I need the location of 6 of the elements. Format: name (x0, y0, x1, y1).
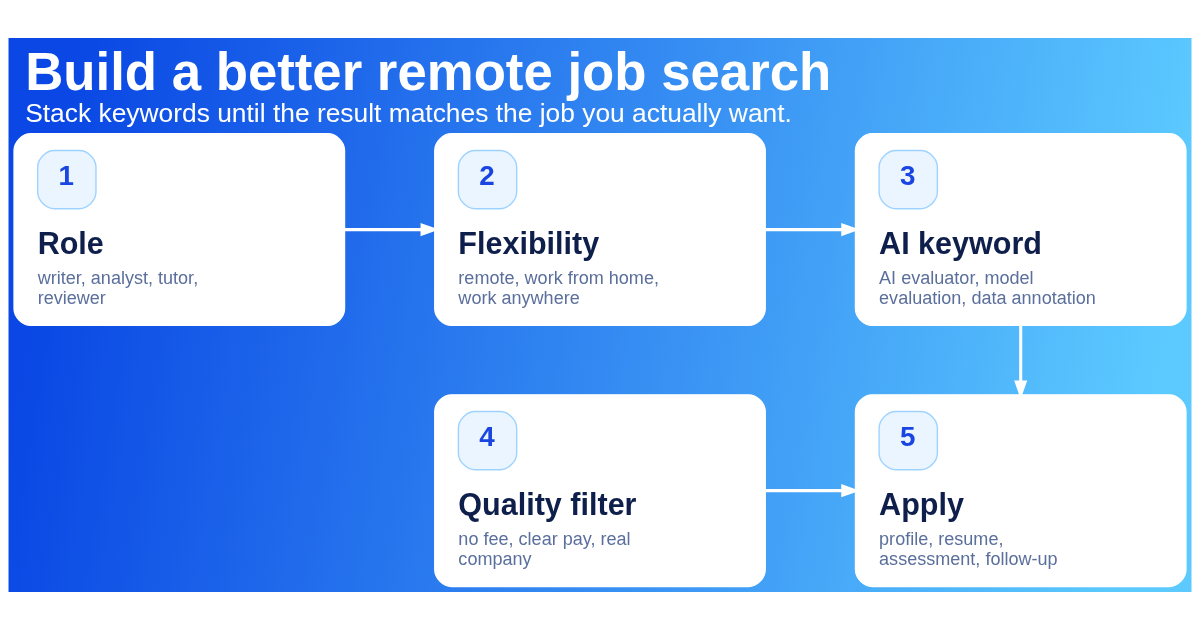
node-box: 5 Apply profile, resume, assessment, follow-up (854, 394, 1187, 588)
node-box: 4 Quality filter no fee, clear pay, real company (434, 394, 766, 588)
node-box: 1 Role writer, analyst, tutor, reviewer (13, 133, 346, 327)
node-box: 2 Flexibility remote, work from home, work anywhere (434, 133, 766, 327)
node-box: 3 AI keyword AI evaluator, model evaluation, data annotation (854, 133, 1187, 327)
diagram-title: Build a better remote job search (25, 41, 832, 101)
